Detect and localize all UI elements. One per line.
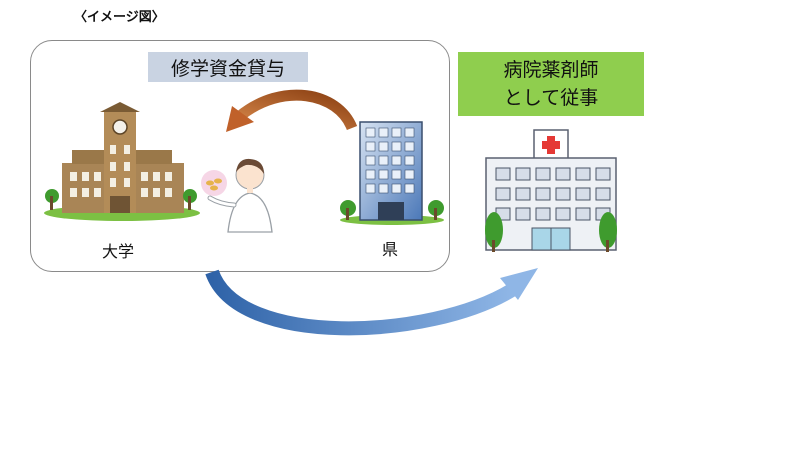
- hospital-icon: [485, 129, 617, 252]
- pharmacist-icon: [201, 158, 273, 233]
- university-label: 大学: [102, 242, 135, 261]
- hospital-work-label: 病院薬剤師 として従事: [458, 52, 644, 116]
- university-building-icon: [44, 102, 200, 221]
- figure-caption: 〈イメージ図〉: [74, 10, 165, 25]
- prefecture-office-icon: [340, 121, 444, 225]
- hospital-work-line-1: 病院薬剤師: [503, 59, 599, 81]
- loan-arrow: [226, 89, 358, 132]
- loan-label: 修学資金貸与: [148, 52, 308, 82]
- hospital-work-line-2: として従事: [503, 87, 599, 109]
- prefecture-label: 県: [382, 240, 399, 259]
- employment-flow-arrow: [205, 268, 538, 336]
